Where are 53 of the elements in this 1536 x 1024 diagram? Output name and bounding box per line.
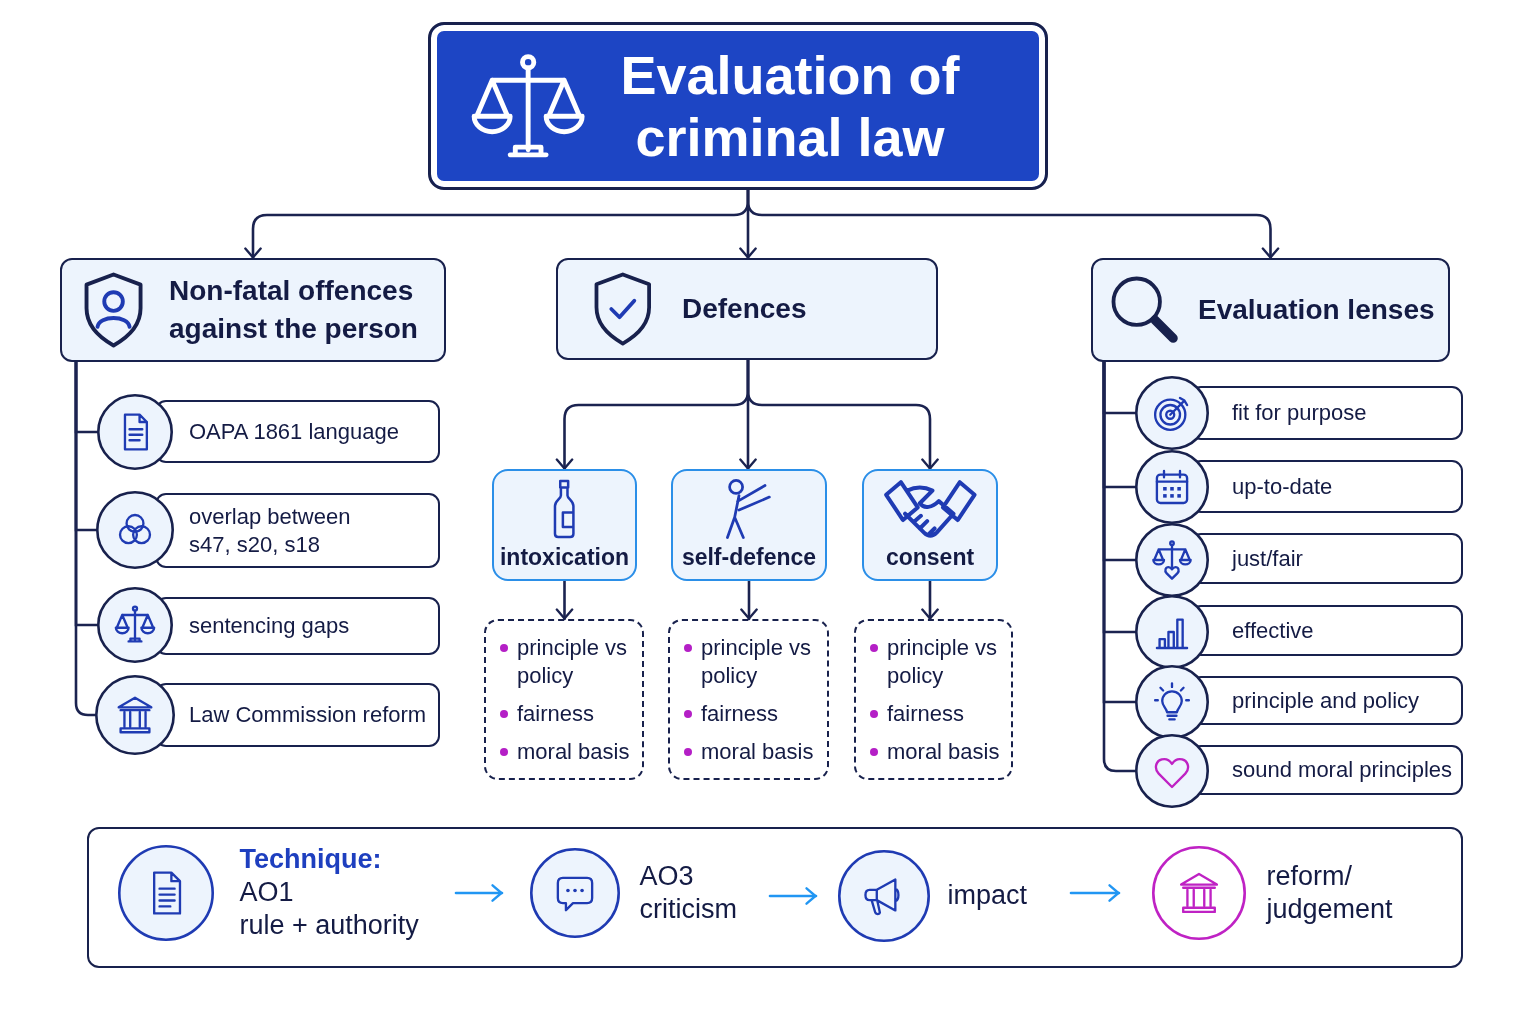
defence-label: consent bbox=[885, 543, 975, 571]
topic-label: just/fair bbox=[1232, 544, 1303, 573]
section-heading: Evaluation lenses bbox=[1198, 292, 1436, 327]
topic-label: overlap between s47, s20, s18 bbox=[189, 502, 352, 559]
defence-label: self-defence bbox=[681, 543, 817, 571]
connector-arrow bbox=[921, 579, 939, 621]
defence-card bbox=[671, 469, 827, 581]
defence-card bbox=[862, 469, 998, 581]
topic-label: effective bbox=[1232, 616, 1314, 645]
connector-arrow bbox=[555, 579, 574, 621]
bullet-text: fairness bbox=[517, 700, 595, 728]
dashed-list-panel bbox=[668, 619, 829, 780]
topic-label: fit for purpose bbox=[1232, 399, 1367, 427]
title-banner bbox=[428, 22, 1048, 190]
step-text: impact bbox=[947, 879, 1029, 912]
bullet-text: principle vs policy bbox=[517, 634, 629, 690]
connector-line bbox=[1102, 360, 1137, 773]
bullet-text: moral basis bbox=[517, 738, 630, 766]
bullet-text: moral basis bbox=[887, 738, 1000, 766]
title-text: Evaluation of criminal law bbox=[619, 44, 961, 168]
section-heading: Non-fatal offences against the person bbox=[169, 273, 419, 346]
defence-label: intoxication bbox=[499, 543, 630, 571]
dashed-list-panel bbox=[484, 619, 644, 780]
topic-label: OAPA 1861 language bbox=[189, 417, 399, 446]
topic-label: sentencing gaps bbox=[189, 612, 350, 640]
bullet-text: principle vs policy bbox=[701, 634, 813, 690]
bullet-text: moral basis bbox=[701, 738, 814, 766]
section-header-card bbox=[556, 258, 938, 360]
step-text: reform/ judgement bbox=[1266, 859, 1394, 926]
step-text: AO1 bbox=[239, 876, 295, 909]
step-text: rule + authority bbox=[239, 909, 420, 942]
step-text: AO3 criticism bbox=[639, 859, 738, 926]
bullet-text: principle vs policy bbox=[887, 634, 999, 690]
connector-arrow bbox=[746, 188, 1280, 260]
connector-arrow bbox=[740, 579, 758, 621]
topic-label: principle and policy bbox=[1232, 686, 1420, 715]
topic-label: sound moral principles bbox=[1232, 756, 1453, 784]
bullet-text: fairness bbox=[701, 700, 779, 728]
connector-arrow bbox=[1069, 884, 1121, 902]
technique-panel bbox=[87, 827, 1463, 968]
section-heading: Defences bbox=[682, 291, 808, 326]
section-header-card bbox=[60, 258, 446, 362]
connector-arrow bbox=[746, 358, 939, 471]
section-header-card bbox=[1091, 258, 1450, 362]
topic-label: Law Commission reform bbox=[189, 701, 427, 729]
topic-label: up-to-date bbox=[1232, 472, 1333, 501]
connector-arrow bbox=[454, 884, 504, 902]
step-heading: Technique: bbox=[239, 843, 383, 876]
defence-card bbox=[492, 469, 637, 581]
connector-arrow bbox=[768, 887, 818, 905]
dashed-list-panel bbox=[854, 619, 1013, 780]
connector-line bbox=[74, 360, 97, 717]
bullet-text: fairness bbox=[887, 700, 965, 728]
